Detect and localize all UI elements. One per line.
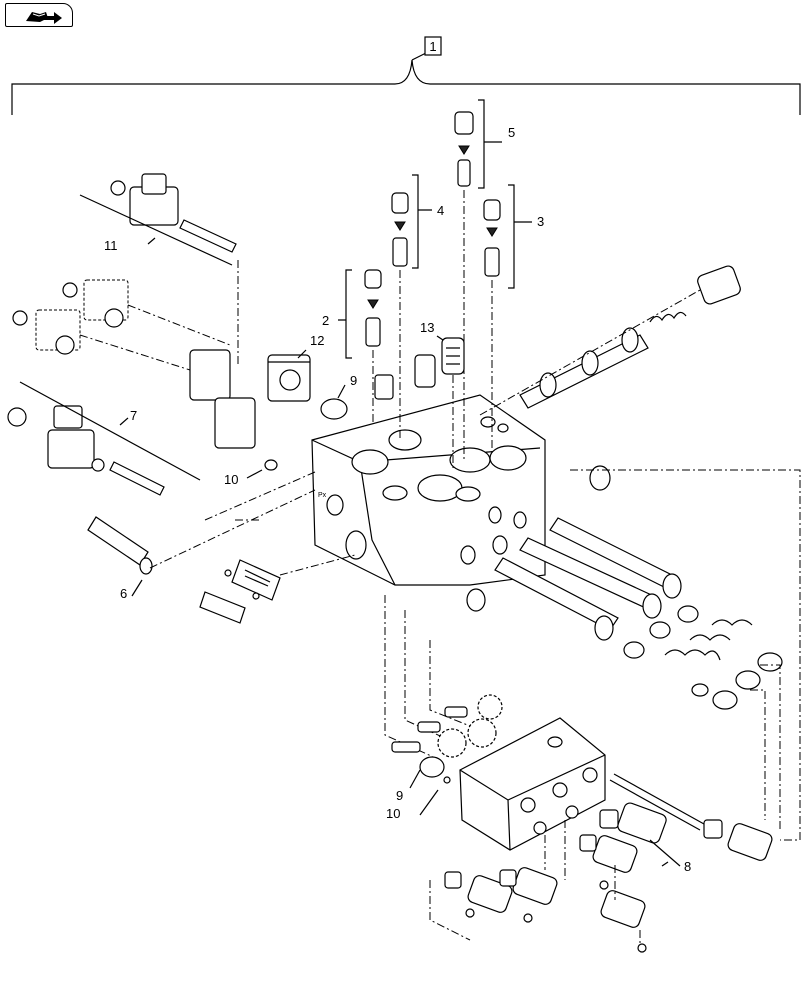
alignment-lines-right xyxy=(384,469,801,841)
callout-9-bottom: 9 xyxy=(396,788,403,803)
callout-11: 11 xyxy=(104,238,118,253)
left-components: 11 12 9 10 7 6 xyxy=(7,173,357,601)
callout-brackets-top: 2 3 4 5 13 xyxy=(322,99,544,359)
callouts-bottom: 9 10 8 xyxy=(386,769,691,874)
svg-text:Px: Px xyxy=(318,492,327,499)
back-to-index-button[interactable] xyxy=(5,3,73,27)
relief-cartridges xyxy=(364,111,501,470)
main-spool-top xyxy=(479,265,741,416)
callout-10-bottom: 10 xyxy=(386,806,400,821)
callout-10-top: 10 xyxy=(224,472,238,487)
book-arrow-icon xyxy=(26,12,62,24)
callout-12: 12 xyxy=(310,333,324,348)
callout-2: 2 xyxy=(322,313,329,328)
end-cap-block xyxy=(391,694,705,851)
section-spools xyxy=(466,465,783,710)
callout-7: 7 xyxy=(130,408,137,423)
valve-body: Px xyxy=(311,394,546,586)
callout-6: 6 xyxy=(120,586,127,601)
callout-9-top: 9 xyxy=(350,373,357,388)
callout-13: 13 xyxy=(420,320,434,335)
label-plates xyxy=(199,554,356,624)
solenoid-valves xyxy=(429,802,773,953)
callout-5: 5 xyxy=(508,125,515,140)
assembly-bracket: 1 xyxy=(11,36,801,115)
callout-3: 3 xyxy=(537,214,544,229)
assembly-label: 1 xyxy=(429,39,436,54)
callout-4: 4 xyxy=(437,203,444,218)
callout-8: 8 xyxy=(684,859,691,874)
